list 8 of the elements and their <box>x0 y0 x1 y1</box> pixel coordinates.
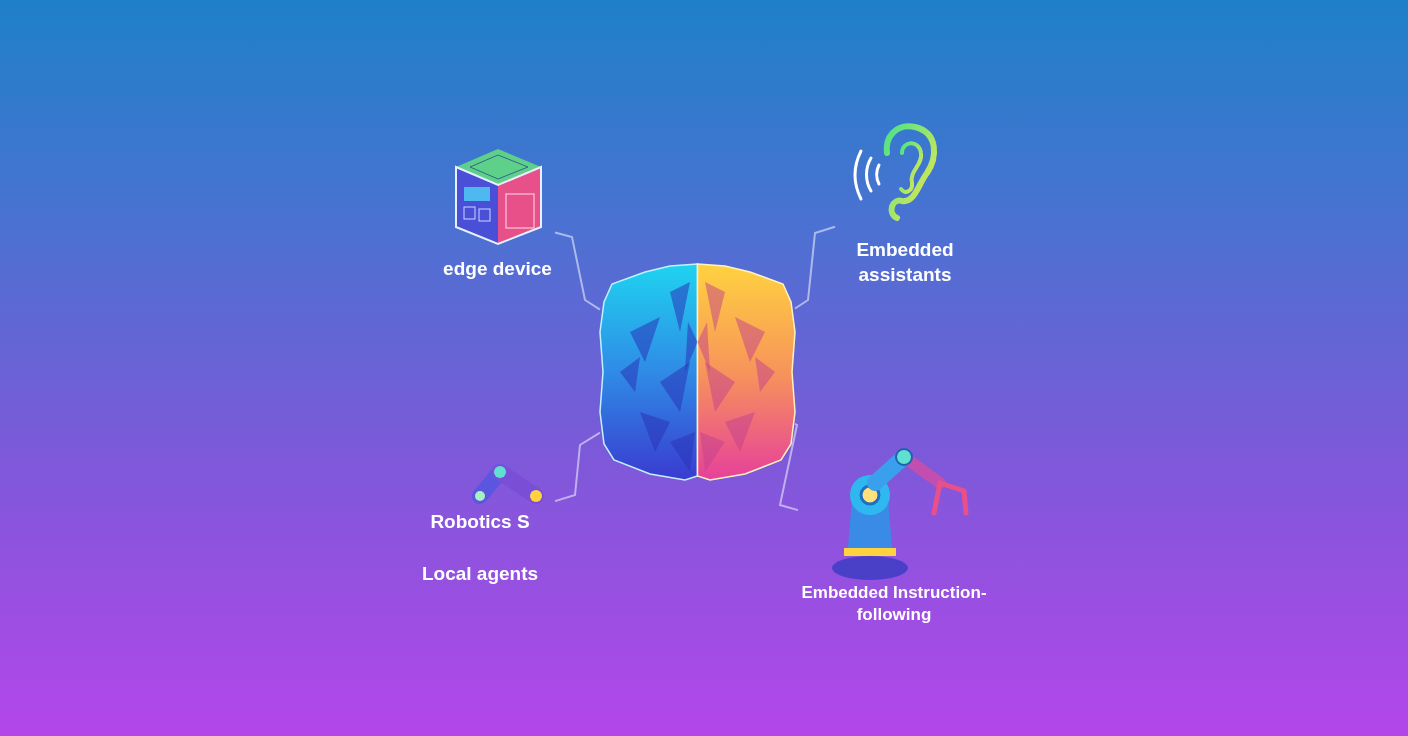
node-label: Local agents <box>420 562 540 586</box>
node-label: Robotics S <box>429 510 531 534</box>
connector-line <box>554 231 601 311</box>
node-label: edge device <box>442 257 553 281</box>
connector-line <box>794 225 836 310</box>
node-label: Embedded assistants <box>855 238 955 287</box>
node-label: Embedded Instruction-following <box>800 582 988 627</box>
connector-line <box>554 431 601 503</box>
